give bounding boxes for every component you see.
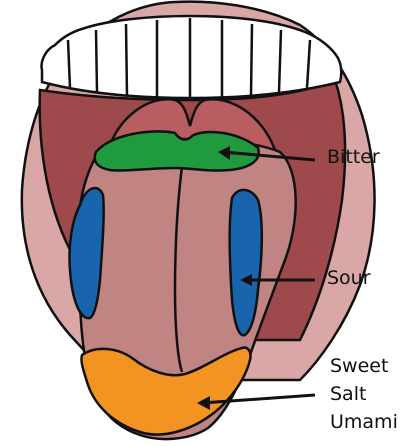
label-sweet: Sweet xyxy=(330,357,388,376)
label-sour: Sour xyxy=(327,269,371,288)
label-salt: Salt xyxy=(330,385,366,404)
label-umami: Umami xyxy=(330,413,398,432)
bitter-region xyxy=(95,131,259,170)
teeth-row xyxy=(42,16,342,98)
teeth xyxy=(42,16,342,99)
label-bitter: Bitter xyxy=(327,148,380,167)
